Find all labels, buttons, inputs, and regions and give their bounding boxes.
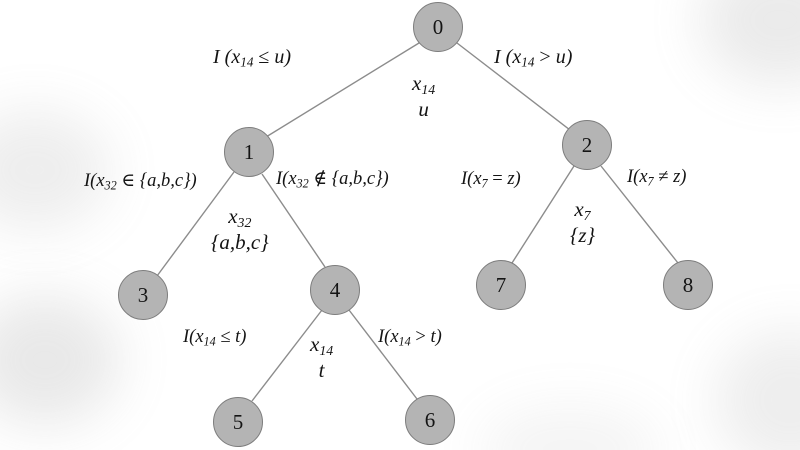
tree-node-3[interactable]: 3 — [118, 270, 168, 320]
edge-label-node1-left: I(x32 ∈ {a,b,c}) — [84, 171, 197, 193]
tree-edge-2-7 — [511, 165, 575, 264]
edge-label-node1-right: I(x32 ∉ {a,b,c}) — [276, 169, 389, 191]
tree-edge-1-3 — [156, 171, 235, 277]
tree-edge-4-6 — [348, 309, 418, 400]
split-annotation-node2: x7{z} — [570, 197, 595, 248]
edge-label-node2-right: I(x7 ≠ z) — [627, 167, 687, 189]
tree-node-2[interactable]: 2 — [562, 120, 612, 170]
edge-label-root-right: I (x14 > u) — [494, 46, 573, 70]
edge-label-node2-left: I(x7 = z) — [461, 169, 521, 191]
tree-edge-1-4 — [261, 173, 326, 268]
tree-node-1[interactable]: 1 — [224, 127, 274, 177]
split-annotation-node1: x32{a,b,c} — [211, 204, 269, 255]
tree-node-4[interactable]: 4 — [310, 265, 360, 315]
tree-edge-4-5 — [251, 309, 323, 402]
tree-node-0[interactable]: 0 — [413, 2, 463, 52]
edge-label-root-left: I (x14 ≤ u) — [213, 46, 292, 70]
tree-node-5[interactable]: 5 — [213, 397, 263, 447]
tree-node-8[interactable]: 8 — [663, 260, 713, 310]
tree-node-7[interactable]: 7 — [476, 260, 526, 310]
tree-edge-0-2 — [456, 42, 571, 131]
tree-node-6[interactable]: 6 — [405, 395, 455, 445]
edge-label-node4-left: I(x14 ≤ t) — [183, 327, 247, 349]
edge-label-node4-right: I(x14 > t) — [378, 327, 442, 349]
tree-edge-0-1 — [265, 42, 420, 138]
tree-edge-2-8 — [600, 165, 679, 264]
